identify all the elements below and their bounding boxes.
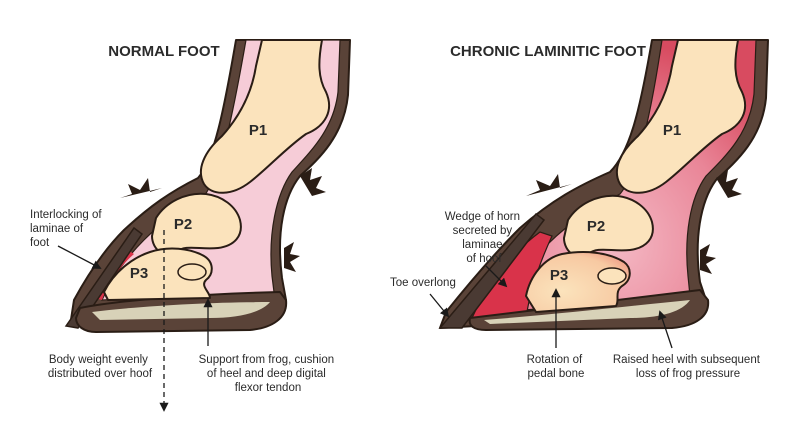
p1-label: P1 [249, 122, 267, 139]
sole-layer-laminitic [484, 300, 690, 324]
laminae-arrow [57, 245, 102, 269]
navicular-bone-laminitic [597, 267, 627, 285]
support-annotation: Support from frog, cushion of heel and d… [199, 354, 338, 394]
p1-label-laminitic: P1 [663, 122, 681, 139]
normal-foot-title: NORMAL FOOT [108, 43, 219, 60]
wedge-annotation: Wedge of horn secreted by laminae of hoo… [445, 211, 523, 265]
p3-label: P3 [130, 265, 148, 282]
front-wall-band [64, 226, 144, 329]
hair-tuft-back [300, 168, 326, 196]
body-weight-annotation: Body weight evenly distributed over hoof [48, 354, 153, 380]
bone-p1 [199, 39, 331, 194]
p2-label: P2 [174, 216, 192, 233]
navicular-bone [177, 263, 207, 281]
laminae-annotation: Interlocking of laminae of foot [30, 209, 105, 249]
wedge-arrow [485, 265, 508, 288]
sole-layer [92, 302, 270, 320]
p3-label-laminitic: P3 [550, 267, 568, 284]
long-toe-wall [438, 212, 546, 329]
normal-foot-diagram [64, 39, 351, 333]
heel-annotation: Raised heel with subsequent loss of frog… [613, 354, 763, 380]
bone-p3 [103, 247, 213, 301]
laminitic-foot-diagram [438, 39, 769, 331]
p2-label-laminitic: P2 [587, 218, 605, 235]
laminitic-foot-title: CHRONIC LAMINITIC FOOT [450, 43, 646, 60]
hair-tuft-back-laminitic [716, 170, 742, 198]
rotation-annotation: Rotation of pedal bone [527, 354, 586, 380]
hair-tuft-heel-laminitic [700, 244, 716, 274]
hair-tuft-front-laminitic [526, 174, 572, 196]
hair-tuft-front [120, 178, 162, 198]
toe-arrow [429, 293, 450, 318]
hair-tuft-heel [284, 242, 300, 272]
bone-p1-laminitic [615, 39, 747, 194]
heel-arrow [657, 310, 673, 349]
toe-annotation: Toe overlong [390, 277, 456, 289]
